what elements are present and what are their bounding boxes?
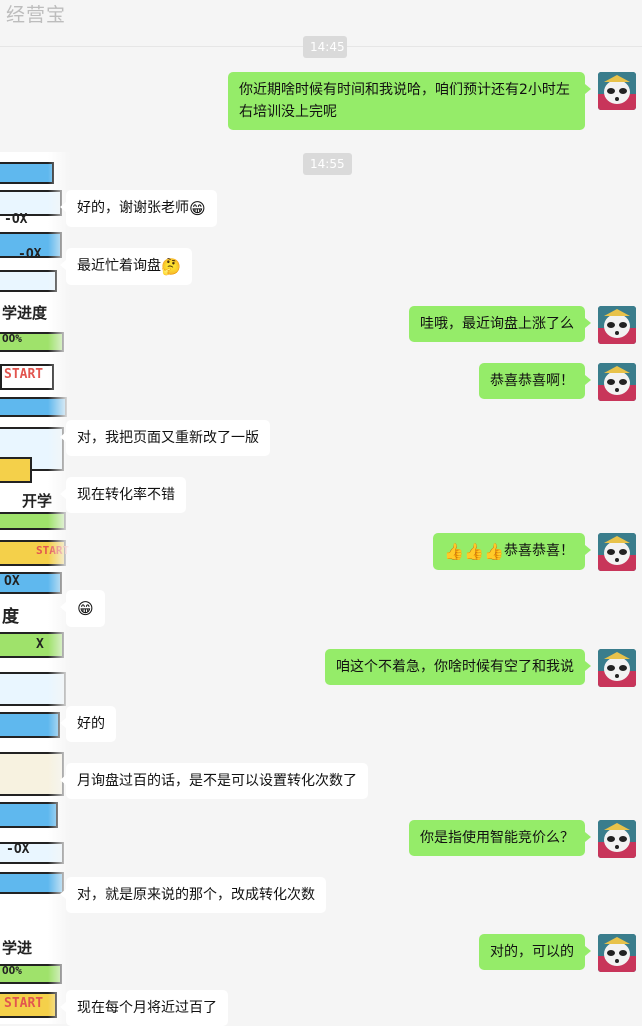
decor-label: OO% (2, 964, 22, 977)
decor-label: 开学 (22, 492, 53, 510)
decor-label: 学进度 (2, 304, 48, 322)
decor-label: OX (4, 574, 20, 589)
my-avatar[interactable] (598, 649, 636, 687)
my-avatar[interactable] (598, 72, 636, 110)
message-text: 好的，谢谢张老师 (77, 200, 189, 216)
message-bubble-incoming[interactable]: 😁 (60, 590, 105, 627)
my-avatar[interactable] (598, 820, 636, 858)
my-avatar[interactable] (598, 306, 636, 344)
timestamp-mid: 14:55 (303, 153, 352, 175)
message-bubble-incoming[interactable]: 最近忙着询盘🤔 (60, 248, 192, 285)
contact-avatar-background: -OX -OX 学进度 OO% START 开学 START OX 度 X -O… (0, 152, 70, 1024)
message-bubble-incoming[interactable]: 对，我把页面又重新改了一版 (60, 420, 270, 456)
thumbs-up-emoji-icon: 👍👍👍 (444, 542, 504, 561)
message-bubble-incoming[interactable]: 现在每个月将近过百了 (60, 990, 228, 1026)
message-bubble-incoming[interactable]: 好的，谢谢张老师😁 (60, 190, 217, 227)
decor-label: 度 (2, 607, 19, 627)
decor-label: -OX (6, 842, 30, 857)
decor-label: 学进 (2, 939, 33, 957)
message-bubble-outgoing[interactable]: 你近期啥时候有时间和我说哈，咱们预计还有2小时左右培训没上完呢 (228, 72, 591, 130)
decor-label: START (4, 367, 44, 382)
message-text: 最近忙着询盘 (77, 258, 161, 274)
my-avatar[interactable] (598, 533, 636, 571)
decor-label: START (4, 996, 44, 1011)
my-avatar[interactable] (598, 363, 636, 401)
decor-label: -OX (18, 247, 42, 262)
decor-label: X (36, 637, 44, 652)
chat-title: 经营宝 (6, 4, 67, 26)
message-bubble-outgoing[interactable]: 对的，可以的 (479, 934, 591, 970)
timestamp-top: 14:45 (303, 36, 347, 58)
message-bubble-incoming[interactable]: 好的 (60, 706, 116, 742)
grin-emoji-icon: 😁 (77, 599, 94, 618)
decor-label: -OX (4, 212, 28, 227)
message-bubble-outgoing[interactable]: 哇哦，最近询盘上涨了么 (409, 306, 591, 342)
message-bubble-outgoing[interactable]: 咱这个不着急，你啥时候有空了和我说 (325, 649, 591, 685)
my-avatar[interactable] (598, 934, 636, 972)
thinking-emoji-icon: 🤔 (161, 257, 181, 276)
grin-emoji-icon: 😁 (189, 199, 206, 218)
decor-label: OO% (2, 332, 22, 345)
message-bubble-incoming[interactable]: 月询盘过百的话，是不是可以设置转化次数了 (60, 763, 368, 799)
message-bubble-incoming[interactable]: 现在转化率不错 (60, 477, 186, 513)
message-bubble-outgoing[interactable]: 你是指使用智能竞价么？ (409, 820, 591, 856)
message-text: 恭喜恭喜！ (504, 543, 574, 559)
message-bubble-outgoing[interactable]: 👍👍👍恭喜恭喜！ (433, 533, 591, 570)
message-bubble-incoming[interactable]: 对，就是原来说的那个，改成转化次数 (60, 877, 326, 913)
message-bubble-outgoing[interactable]: 恭喜恭喜啊！ (479, 363, 591, 399)
